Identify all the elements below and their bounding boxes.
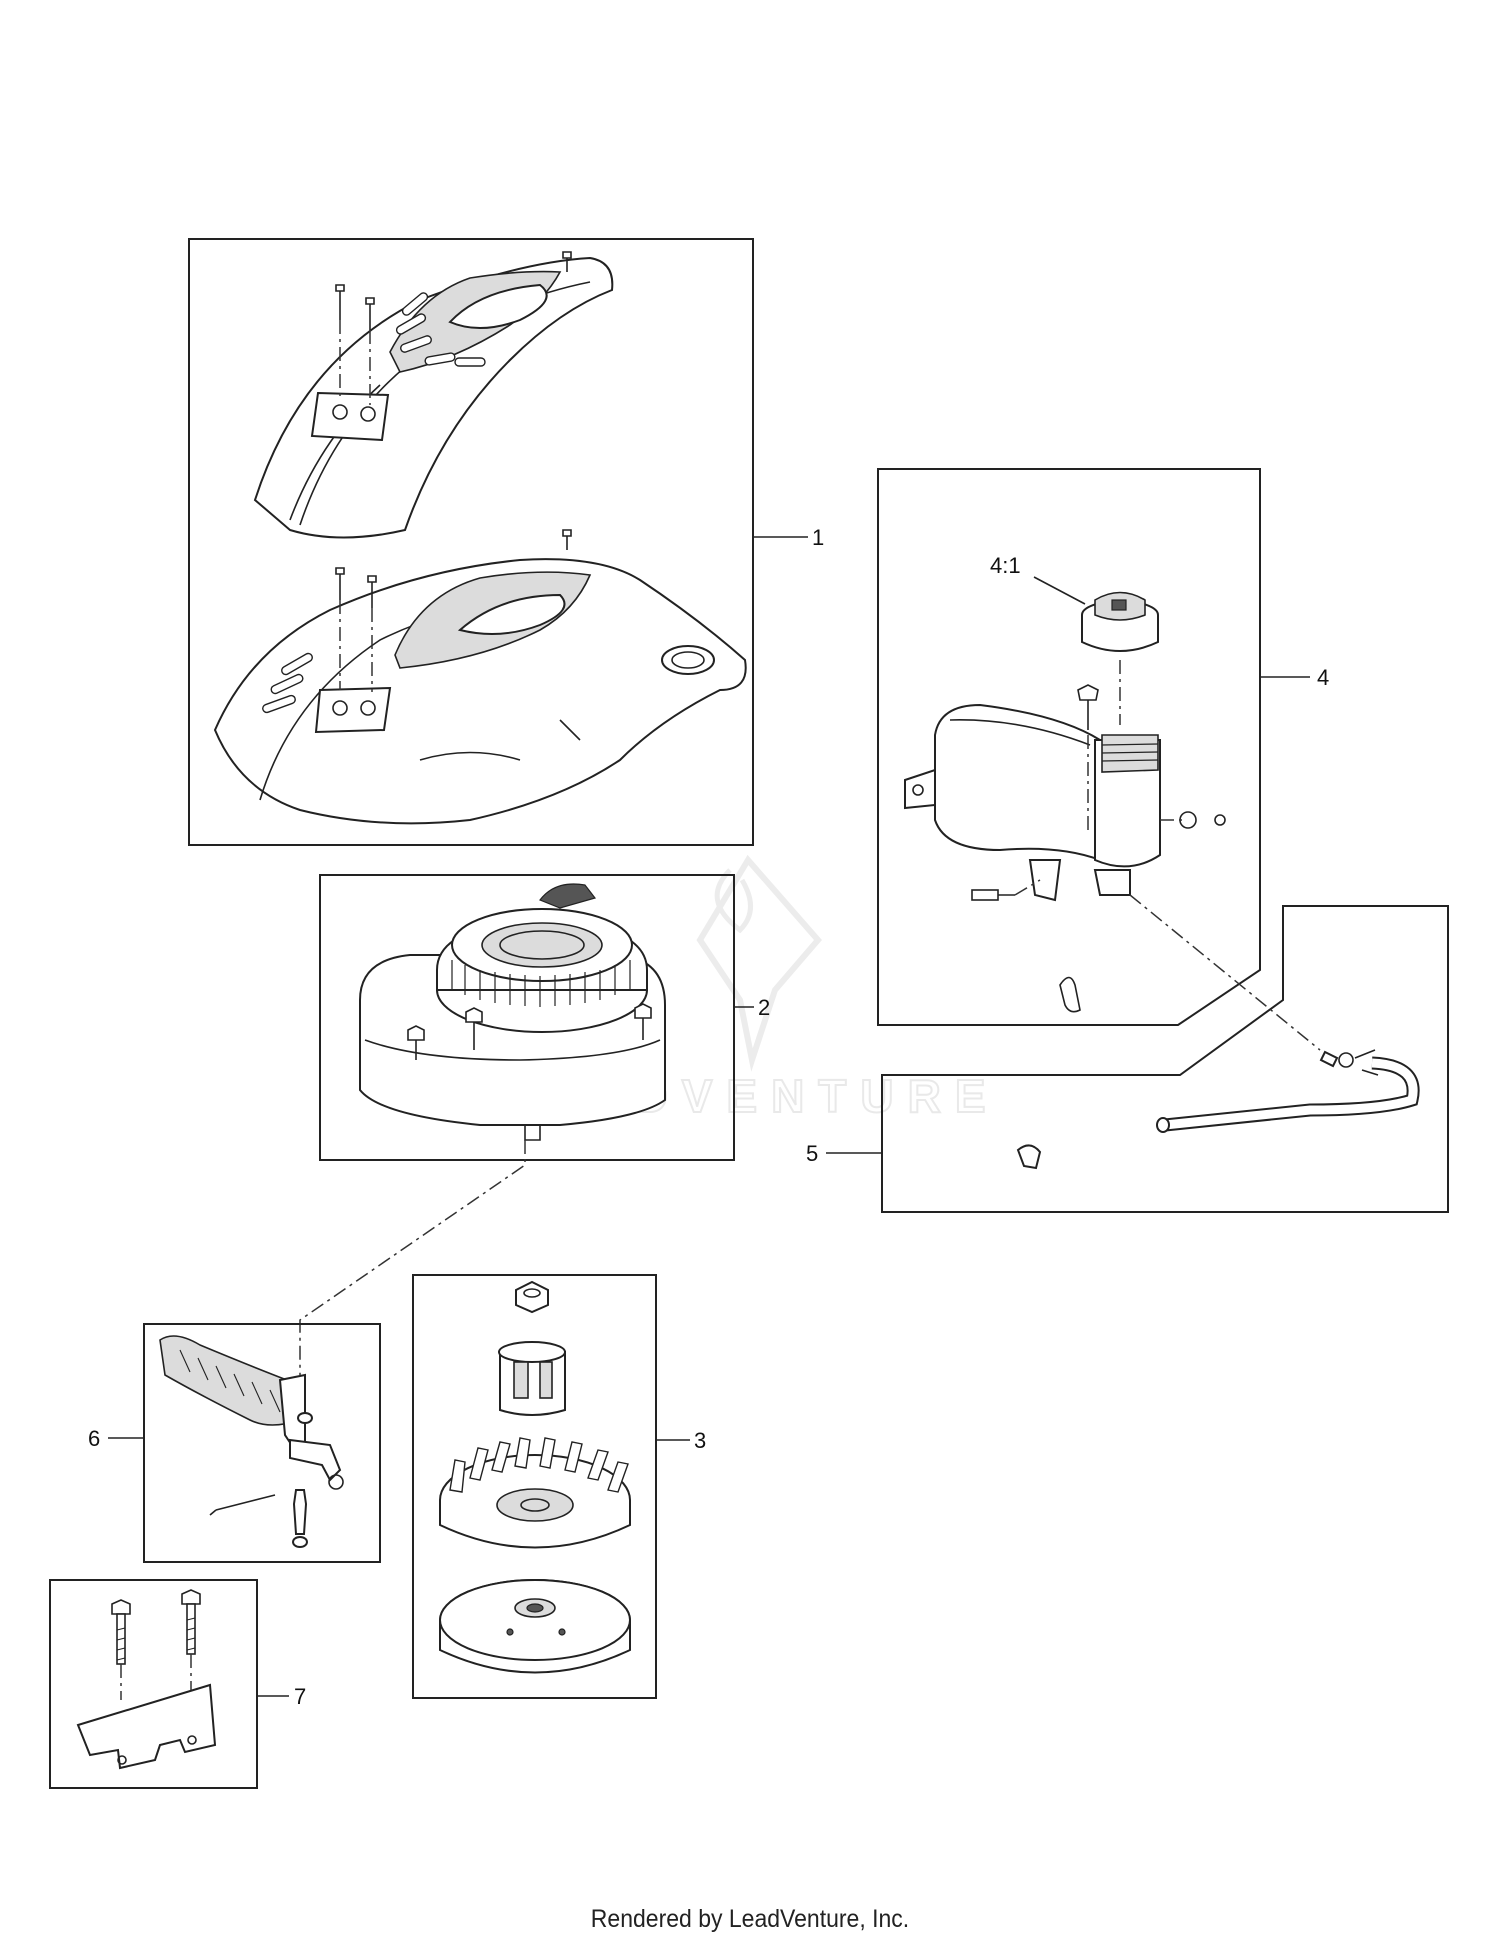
fuel-cap [1081,591,1159,652]
part-3-frame [412,1274,657,1699]
callout-2: 2 [758,995,770,1020]
callout-1: 1 [812,525,824,550]
part-1-frame [188,238,754,846]
part-4-frame [877,468,1261,1026]
part-7-frame [49,1579,258,1789]
part-5-frame [881,905,1449,1213]
part-6-frame [143,1323,381,1563]
lower-shroud [213,529,747,825]
callout-3: 3 [694,1428,706,1453]
part-2-group: 2 [319,874,770,1161]
callout-7: 7 [294,1684,306,1709]
part-5-group: 5 [806,894,1449,1213]
part-7-group: 7 [49,1579,306,1789]
part-4-group: 4:1 4 [877,468,1329,1026]
part-4-1-leader [1033,576,1086,605]
part-2-frame [319,874,735,1161]
fuel-tank [904,703,1161,902]
part-1-group: 1 [188,238,824,846]
callout-6: 6 [88,1426,100,1451]
part-6-group: 6 [88,1323,381,1563]
callout-5: 5 [806,1141,818,1166]
part-3-group: 3 [412,1274,706,1699]
callout-4-1: 4:1 [990,553,1021,578]
upper-shroud [253,251,614,539]
callout-4: 4 [1317,665,1329,690]
footer-credit: Rendered by LeadVenture, Inc. [590,1905,910,1933]
tank-hardware [971,684,1226,1013]
